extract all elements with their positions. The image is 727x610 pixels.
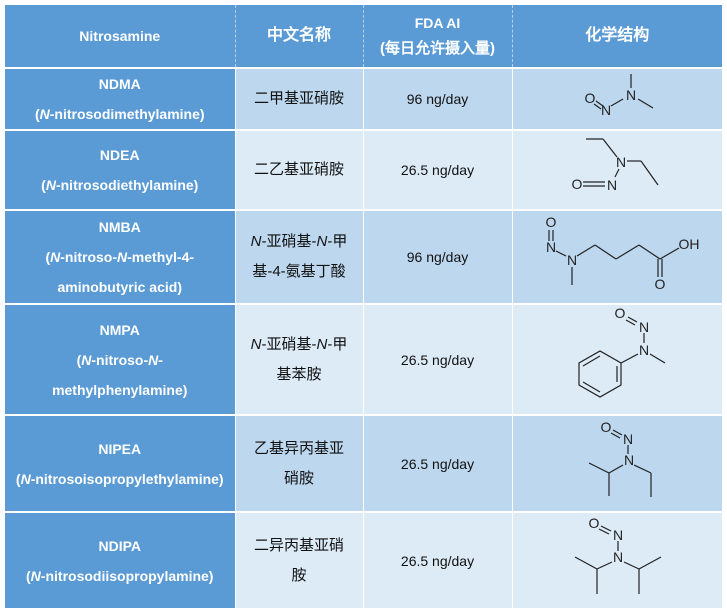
- atom-n: N: [545, 239, 555, 255]
- atom-n: N: [625, 87, 635, 103]
- chinese-name: 二乙基亚硝胺: [235, 129, 364, 210]
- header-fda-ai-line1: FDA AI: [414, 15, 461, 31]
- atom-n: N: [622, 431, 632, 447]
- header-nitrosamine: Nitrosamine: [5, 5, 236, 68]
- fda-ai: 96 ng/day: [363, 209, 513, 304]
- atom-n: N: [606, 177, 616, 193]
- cn-line: 胺: [291, 566, 307, 584]
- atom-oh: OH: [678, 236, 699, 252]
- atom-n: N: [638, 319, 648, 335]
- fda-ai: 26.5 ng/day: [363, 129, 513, 210]
- abbr: NMPA: [99, 321, 140, 338]
- cn-line: 二异丙基亚硝: [253, 536, 344, 554]
- atom-o: O: [545, 214, 556, 230]
- atom-n: N: [623, 452, 633, 468]
- full-name: methylphenylamine): [52, 381, 188, 398]
- atom-o: O: [654, 276, 665, 292]
- nitrosamine-name: NIPEA (N-nitrosoisopropylethylamine): [5, 414, 236, 512]
- cn-line: 乙基异丙基亚: [253, 439, 344, 457]
- table-row: NDEA (N-nitrosodiethylamine) 二乙基亚硝胺 26.5 …: [5, 129, 723, 210]
- nmba-structure: O N N OH O: [545, 214, 699, 292]
- nitrosamine-name: NMBA (N-nitroso-N-methyl-4- aminobutyric a…: [5, 209, 236, 304]
- nipea-structure: O N N: [588, 419, 652, 497]
- nitrosamine-name: NMPA (N-nitroso-N-methylphenylamine): [5, 303, 236, 415]
- nitrosamine-name: NDIPA (N-nitrosodiisopropylamine): [5, 511, 236, 608]
- atom-o: O: [614, 305, 625, 321]
- structure-cell: O N N OH O: [512, 209, 723, 304]
- header-chinese-name: 中文名称: [235, 5, 364, 68]
- header-fda-ai-line2: (每日允许摄入量): [380, 40, 495, 57]
- structure-cell: O N N: [512, 303, 723, 415]
- table-row: NIPEA (N-nitrosoisopropylethylamine) 乙基异丙…: [5, 414, 723, 512]
- full-name: aminobutyric acid): [57, 279, 182, 295]
- abbr: NDEA: [99, 147, 140, 163]
- full-name: (N-nitrosodimethylamine): [34, 106, 205, 122]
- abbr: NDMA: [98, 76, 141, 92]
- atom-o: O: [588, 515, 599, 531]
- fda-ai: 26.5 ng/day: [363, 414, 513, 512]
- atom-n: N: [612, 527, 622, 543]
- table-row: NDMA (N-nitrosodimethylamine) 二甲基亚硝胺 96 n…: [5, 67, 723, 130]
- chinese-name: 乙基异丙基亚硝胺: [235, 414, 364, 512]
- abbr: NMBA: [98, 219, 141, 235]
- structure-cell: N N O: [512, 129, 723, 210]
- full-name: (N-nitroso-N-methyl-4-: [45, 249, 195, 265]
- cn-line: 基苯胺: [276, 365, 322, 383]
- ndipa-structure: O N N: [574, 515, 661, 594]
- header-fda-ai: FDA AI (每日允许摄入量): [363, 5, 513, 68]
- atom-n: N: [638, 342, 648, 358]
- structure-cell: O N N: [512, 511, 723, 608]
- chinese-name: 二甲基亚硝胺: [235, 67, 364, 130]
- atom-o: O: [584, 90, 595, 106]
- ndea-structure: N N O: [571, 138, 658, 193]
- atom-o: O: [571, 176, 582, 192]
- atom-n: N: [566, 252, 576, 268]
- nmpa-structure: O N N: [577, 305, 665, 398]
- header-structure: 化学结构: [512, 5, 722, 68]
- cn-line: 二甲基亚硝胺: [253, 90, 344, 107]
- nitrosamine-table: Nitrosamine 中文名称 FDA AI (每日允许摄入量) 化学结构 ND…: [5, 5, 723, 608]
- cn-line: N-亚硝基-N-甲: [250, 233, 348, 250]
- structure-cell: O N N: [512, 414, 723, 512]
- atom-o: O: [600, 419, 611, 435]
- ndma-structure: O N N: [584, 73, 653, 118]
- full-name: (N-nitroso-N-: [76, 351, 163, 368]
- abbr: NIPEA: [98, 440, 142, 457]
- atom-n: N: [600, 102, 610, 118]
- cn-line: 二乙基亚硝胺: [253, 161, 344, 178]
- chinese-name: N-亚硝基-N-甲基-4-氨基丁酸: [235, 209, 364, 304]
- fda-ai: 26.5 ng/day: [363, 303, 513, 415]
- chinese-name: 二异丙基亚硝胺: [235, 511, 364, 608]
- header-row: Nitrosamine 中文名称 FDA AI (每日允许摄入量) 化学结构: [5, 5, 722, 68]
- fda-ai: 96 ng/day: [363, 67, 513, 130]
- table-row: NDIPA (N-nitrosodiisopropylamine) 二异丙基亚硝胺…: [5, 511, 723, 608]
- nitrosamine-name: NDEA (N-nitrosodiethylamine): [5, 129, 236, 210]
- atom-n: N: [615, 154, 625, 170]
- table-row: NMPA (N-nitroso-N-methylphenylamine) N-亚硝…: [5, 303, 723, 415]
- cn-line: 基-4-氨基丁酸: [252, 263, 346, 280]
- cn-line: 硝胺: [283, 469, 314, 487]
- full-name: (N-nitrosodiisopropylamine): [26, 567, 214, 584]
- cn-line: N-亚硝基-N-甲: [250, 335, 348, 353]
- full-name: (N-nitrosoisopropylethylamine): [15, 470, 224, 487]
- chinese-name: N-亚硝基-N-甲基苯胺: [235, 303, 364, 415]
- atom-n: N: [612, 549, 622, 565]
- structure-cell: O N N: [512, 67, 723, 130]
- nitrosamine-name: NDMA (N-nitrosodimethylamine): [5, 67, 236, 130]
- abbr: NDIPA: [98, 537, 142, 554]
- table-row: NMBA (N-nitroso-N-methyl-4- aminobutyric a…: [5, 209, 723, 304]
- fda-ai: 26.5 ng/day: [363, 511, 513, 608]
- full-name: (N-nitrosodiethylamine): [41, 177, 199, 193]
